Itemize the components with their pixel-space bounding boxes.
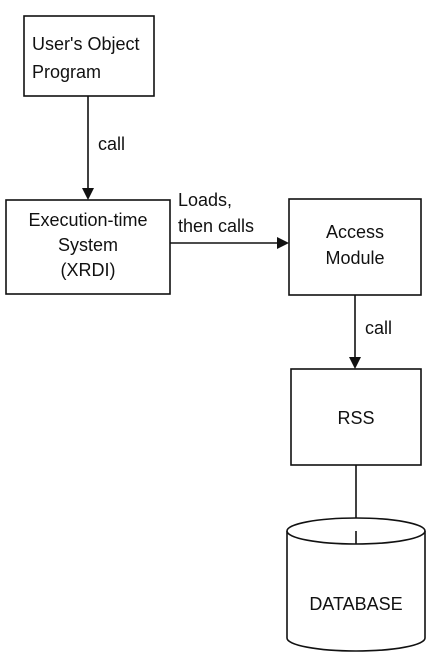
database-node: DATABASE [286,517,426,652]
access-module-node: Access Module [288,198,422,296]
call-arrow-access-to-rss: call [349,295,392,369]
access-module-label-line1: Access [326,222,384,242]
execution-system-label-line1: Execution-time [28,210,147,230]
call-arrowhead-2 [349,357,361,369]
object-program-box [23,15,155,97]
object-program-label-line2: Program [32,62,101,82]
loads-label-line1: Loads, [178,190,232,210]
execution-system-label-line2: System [58,235,118,255]
call-label-2: call [365,318,392,338]
object-program-label-line1: User's Object [32,34,139,54]
access-module-box [288,198,422,296]
access-module-label-line2: Module [325,248,384,268]
object-program-node: User's Object Program [23,15,155,97]
database-cylinder-body [286,531,426,652]
execution-system-label-line3: (XRDI) [61,260,116,280]
loads-arrowhead [277,237,289,249]
call-arrow-program-to-execution: call [82,96,125,200]
execution-system-box [5,199,171,295]
database-label: DATABASE [309,594,402,614]
loads-arrow-execution-to-access: Loads, then calls [170,190,289,249]
rss-label: RSS [337,408,374,428]
loads-label-line2: then calls [178,216,254,236]
rss-node: RSS [290,368,422,466]
execution-system-node: Execution-time System (XRDI) [5,199,171,295]
rss-box [290,368,422,466]
call-label-1: call [98,134,125,154]
call-arrowhead [82,188,94,200]
